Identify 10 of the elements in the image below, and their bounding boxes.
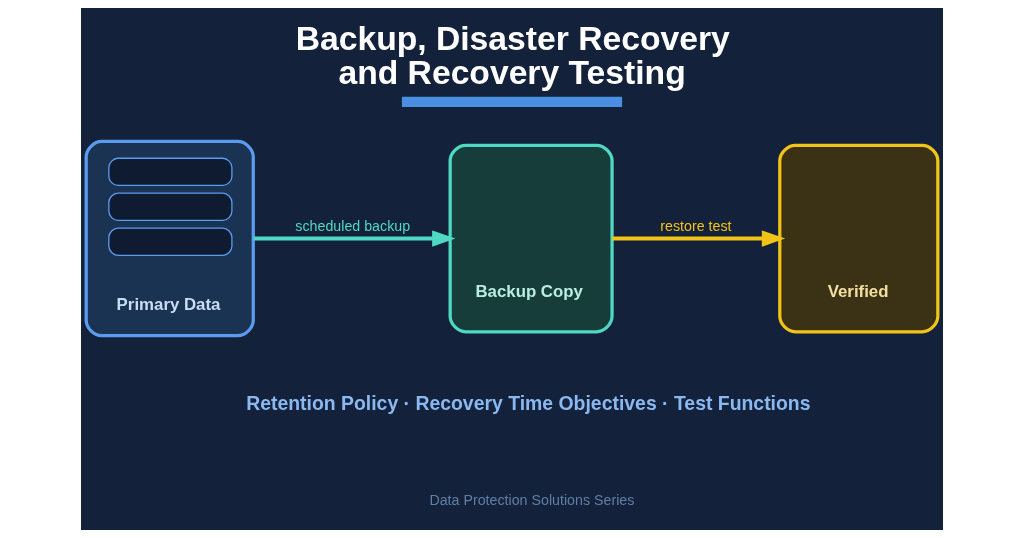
edge-label: scheduled backup bbox=[295, 217, 411, 234]
node-box: Primary Data bbox=[84, 139, 255, 338]
label: Data Protection Solutions Series bbox=[429, 492, 635, 509]
arrow bbox=[253, 230, 456, 247]
node-box: Verified bbox=[778, 143, 940, 334]
node-box: Backup Copy bbox=[448, 143, 614, 334]
label: Retention Policy · Recovery Time Objectives · Test Functions bbox=[246, 392, 811, 415]
edge-label: restore test bbox=[660, 217, 732, 234]
arrow bbox=[612, 230, 786, 247]
diagram-title: Backup, Disaster Recovery and Recovery Testing bbox=[295, 19, 730, 91]
